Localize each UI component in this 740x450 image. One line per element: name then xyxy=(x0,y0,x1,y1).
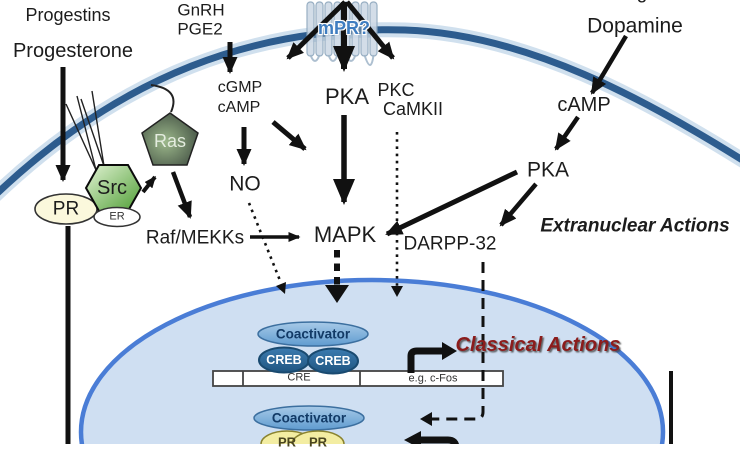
label-mpr: mPR? xyxy=(317,18,371,38)
creb-right-shape xyxy=(307,347,359,375)
coactivator-top-shape xyxy=(257,321,369,347)
arrow-pka-to-darpp32 xyxy=(499,182,538,227)
dna-bar xyxy=(212,370,504,387)
label-pkc: PKC xyxy=(377,80,415,100)
arrow-mpr-fan-right xyxy=(345,0,395,60)
transcription-arrow-top xyxy=(407,342,457,373)
label-progesterone: Progesterone xyxy=(12,40,134,62)
ras-pentagon xyxy=(141,112,199,166)
label-camp-left: cAMP xyxy=(217,99,261,116)
label-ras: Ras xyxy=(153,131,187,151)
arrow-camp-to-pka-right xyxy=(554,115,580,151)
mapk-dashed-arrow xyxy=(325,250,349,303)
er-receptor-shape xyxy=(93,206,141,228)
dotted-arrows xyxy=(247,132,403,297)
label-camkii: CaMKII xyxy=(382,99,444,119)
label-mapk: MAPK xyxy=(313,222,377,247)
label-extranuclear-actions: Extranuclear Actions xyxy=(540,215,730,237)
label-pr-nuclear-left: PR xyxy=(277,434,297,450)
coactivator-bottom-shape xyxy=(253,405,365,431)
darpp32-dashed-arrow xyxy=(420,262,485,426)
label-pka-right: PKA xyxy=(526,158,570,182)
receptor-antenna-lines xyxy=(65,90,105,171)
nucleus xyxy=(78,277,666,444)
arrow-pka-right-to-mapk xyxy=(385,169,519,237)
label-creb-right: CREB xyxy=(315,353,351,368)
label-progestins: Progestins xyxy=(25,5,111,25)
signal-arrows xyxy=(55,0,673,444)
label-pka-center: PKA xyxy=(324,84,370,109)
label-coactivator-bottom: Coactivator xyxy=(271,410,347,426)
label-mating-stimuli: Mating Stimuli xyxy=(590,0,709,3)
plasma-membrane xyxy=(0,22,740,202)
label-src: Src xyxy=(97,177,127,199)
dotted-no-to-nucleus xyxy=(247,202,283,284)
label-darpp32: DARPP-32 xyxy=(403,233,497,255)
label-dopamine: Dopamine xyxy=(587,14,683,38)
arrow-mpr-fan-left xyxy=(286,0,347,60)
label-raf-mekks: Raf/MEKKs xyxy=(145,227,245,249)
dotted-no-arrowhead xyxy=(276,282,286,294)
label-cre: CRE xyxy=(287,371,311,384)
label-er: ER xyxy=(109,210,125,223)
label-pr-membrane: PR xyxy=(52,198,80,220)
label-cgmp: cGMP xyxy=(217,79,263,96)
label-pge2: PGE2 xyxy=(177,19,223,39)
arrow-dopamine-to-camp xyxy=(590,34,628,95)
arrow-ras-to-raf xyxy=(170,171,193,219)
arrow-src-to-ras xyxy=(141,175,157,194)
label-gnrh: GnRH xyxy=(177,0,225,20)
transcription-arrow-bottom xyxy=(404,431,459,444)
label-creb-left: CREB xyxy=(266,352,302,367)
label-coactivator-top: Coactivator xyxy=(275,326,351,342)
label-gene-example: e.g. c-Fos xyxy=(408,372,458,385)
dotted-pkc-arrowhead xyxy=(391,286,403,297)
label-camp-right: cAMP xyxy=(557,94,611,116)
label-classical-actions: Classical Actions xyxy=(455,334,621,356)
label-pr-nuclear-right: PR xyxy=(308,434,328,450)
label-no: NO xyxy=(229,172,261,196)
arrow-camp-diagonal xyxy=(271,120,307,151)
pr-nuclear-right-shape xyxy=(291,430,345,444)
ras-membrane-tether xyxy=(150,84,175,113)
